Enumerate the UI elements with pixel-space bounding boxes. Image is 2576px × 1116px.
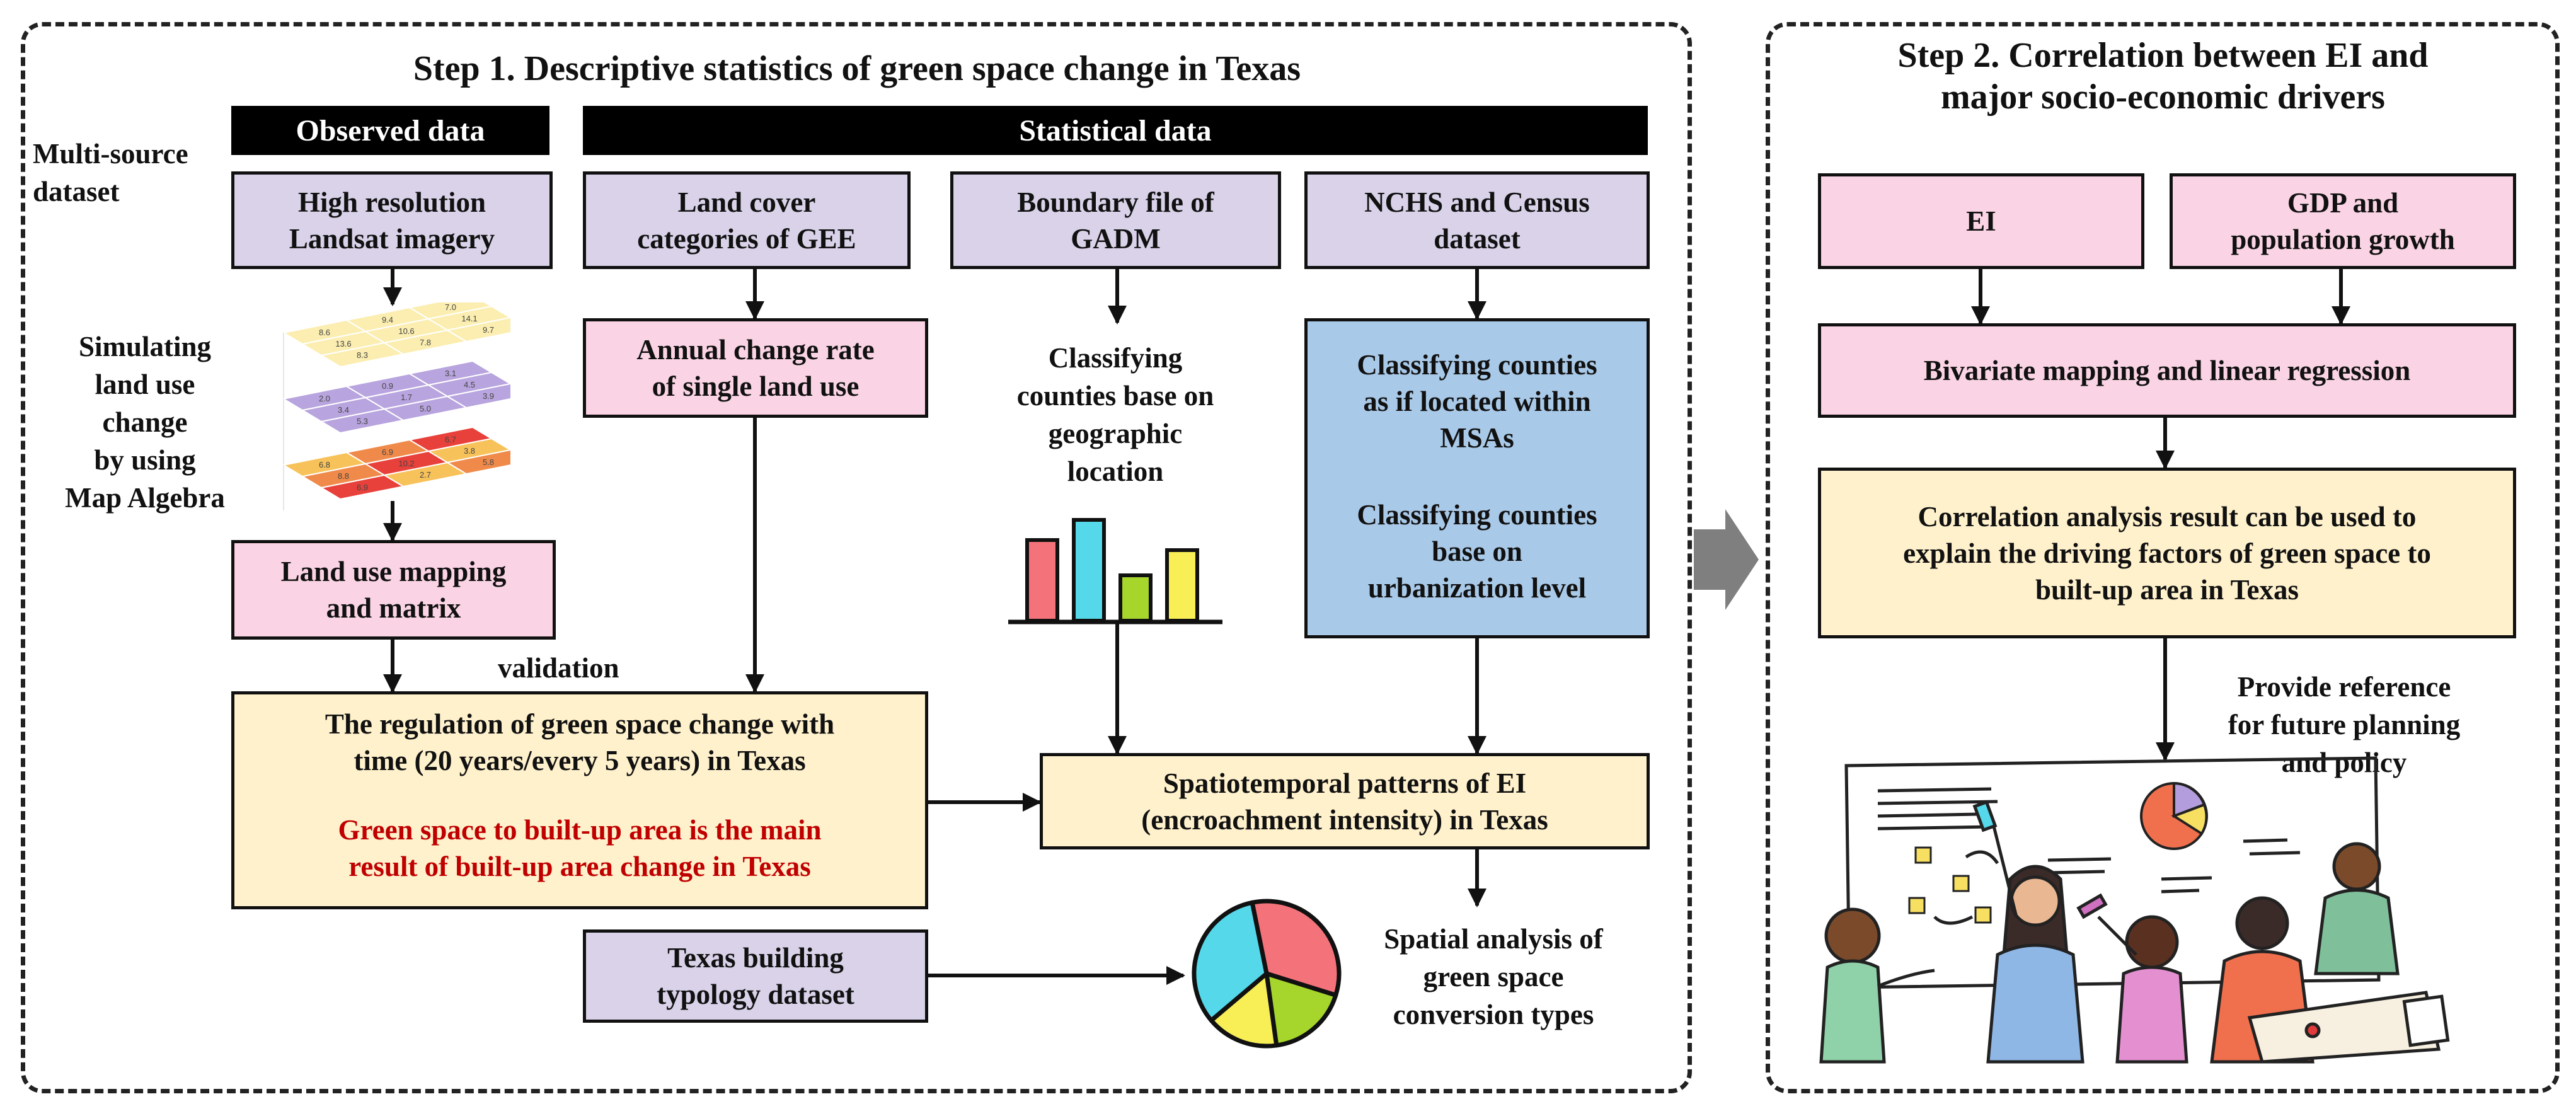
planning-illustration xyxy=(1819,756,2450,1064)
grid-value: 14.1 xyxy=(461,314,477,323)
grid-value: 6.9 xyxy=(357,483,368,492)
person-left xyxy=(1819,907,1935,1064)
validation-label: validation xyxy=(498,652,619,684)
grid-value: 10.2 xyxy=(398,459,414,468)
grid-value: 8.8 xyxy=(338,471,349,481)
grid-value: 5.3 xyxy=(357,417,368,426)
grid-value: 7.8 xyxy=(420,338,431,347)
spatiotemporal-box: Spatiotemporal patterns of EI(encroachme… xyxy=(1040,753,1650,849)
grid-cell xyxy=(427,371,510,398)
grid-cell xyxy=(427,305,510,331)
whiteboard-pie xyxy=(2140,781,2208,850)
grid-cell xyxy=(446,449,510,475)
people-at-table xyxy=(2210,842,2450,1064)
big-gray-arrow xyxy=(1694,509,1759,610)
regulation-box: The regulation of green space change wit… xyxy=(231,691,928,909)
bar-icon-bar xyxy=(1072,518,1106,623)
grid-value: 4.5 xyxy=(464,380,475,389)
step1-panel xyxy=(21,22,1692,1093)
map-algebra-layers: 8.6 9.4 7.0 13.6 10.6 14.1 8.3 7.8 9.7 2.0 0.9 3.1 3… xyxy=(282,302,510,510)
regulation-key-result: Green space to built-up area is the main… xyxy=(338,814,822,882)
grid-value: 0.9 xyxy=(382,381,393,391)
grid-value: 3.1 xyxy=(445,369,456,378)
correlation-box: Correlation analysis result can be used … xyxy=(1818,468,2516,638)
grid-cell xyxy=(427,437,510,464)
grid-value: 7.0 xyxy=(445,302,456,312)
grid-value: 8.6 xyxy=(319,328,330,337)
whiteboard xyxy=(1844,756,2381,989)
grid-value: 2.0 xyxy=(319,394,330,403)
bar-icon-bar xyxy=(1165,548,1199,623)
grid-cell xyxy=(446,316,510,343)
step2-panel xyxy=(1766,22,2560,1093)
grid-value: 6.7 xyxy=(445,435,456,444)
grid-value: 10.6 xyxy=(398,326,414,336)
grid-value: 3.8 xyxy=(464,446,475,456)
pie-icon-slice xyxy=(1250,899,1342,998)
bar-icon-bar xyxy=(1025,538,1059,623)
grid-value: 3.4 xyxy=(338,405,349,415)
person-middle xyxy=(1972,800,2084,1064)
observed-data-header: Observed data xyxy=(231,106,549,155)
pie-icon-slice xyxy=(1209,971,1279,1049)
grid-value: 2.7 xyxy=(420,470,431,480)
grid-value: 8.3 xyxy=(357,350,368,360)
grid-layer-1: 8.6 9.4 7.0 13.6 10.6 14.1 8.3 7.8 9.7 xyxy=(282,302,510,399)
bar-chart-icon xyxy=(1008,518,1222,624)
grid-value: 9.4 xyxy=(382,315,393,325)
pie-icon-slice xyxy=(1264,971,1338,1048)
grid-value: 6.9 xyxy=(382,447,393,457)
grid-layer-2: 2.0 0.9 3.1 3.4 1.7 4.5 5.3 5.0 3.9 xyxy=(282,360,510,465)
grid-value: 13.6 xyxy=(335,339,351,348)
bivariate-box: Bivariate mapping and linear regression xyxy=(1818,323,2516,418)
grid-cell xyxy=(446,383,510,409)
grid-value: 6.8 xyxy=(319,460,330,469)
grid-value: 5.8 xyxy=(483,457,494,467)
grid-value: 9.7 xyxy=(483,325,494,335)
person-child xyxy=(2076,893,2188,1064)
pie-chart-icon xyxy=(1192,899,1342,1049)
step1-title: Step 1. Descriptive statistics of green … xyxy=(413,49,1301,88)
grid-value: 1.7 xyxy=(401,393,412,402)
ei-box: EI xyxy=(1818,173,2144,269)
bar-icon-bar xyxy=(1118,573,1153,623)
grid-layer-3: 6.8 6.9 6.7 8.8 10.2 3.8 6.9 2.7 5.8 xyxy=(282,426,510,510)
pie-icon-slice xyxy=(1192,900,1269,1023)
grid-value: 3.9 xyxy=(483,391,494,401)
grid-value: 5.0 xyxy=(420,404,431,413)
statistical-data-header: Statistical data xyxy=(583,106,1648,155)
